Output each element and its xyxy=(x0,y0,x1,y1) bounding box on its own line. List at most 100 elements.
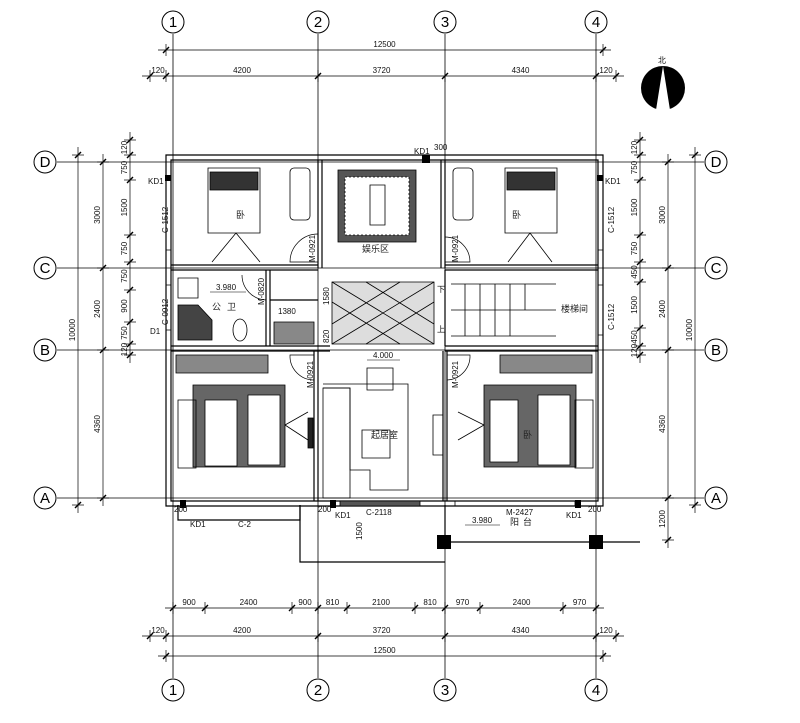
dim-1380: 1380 xyxy=(278,307,296,316)
axis-bubble-B: B xyxy=(705,339,727,361)
dim-left-mid: 2400 xyxy=(93,300,102,318)
axis-label: B xyxy=(711,342,721,359)
dim-right-inner: 750 xyxy=(630,241,639,255)
tag-m2427: M-2427 xyxy=(506,508,534,517)
tag-kd1-nw: KD1 xyxy=(148,177,164,186)
axis-bubble-1: 1 xyxy=(162,11,184,33)
dim-total-top: 12500 xyxy=(373,40,396,49)
tag-m0921-1: M-0921 xyxy=(308,234,317,262)
tag-d1: D1 xyxy=(150,327,161,336)
room-bedroom-se: 卧 xyxy=(523,429,532,441)
dim-left-inner: 750 xyxy=(120,160,129,174)
axis-label: 1 xyxy=(169,682,177,699)
dim-bottom-1: 810 xyxy=(326,598,340,607)
dim-right-inner: 450 xyxy=(630,265,639,279)
tag-c1512-e1: C-1512 xyxy=(607,206,616,233)
elevation-living: 4.000 xyxy=(373,351,394,360)
axis-bubble-4: 4 xyxy=(585,679,607,701)
axis-label: 2 xyxy=(314,682,322,699)
elevation-bath: 3.980 xyxy=(216,283,237,292)
dim-top: 120 xyxy=(599,66,613,75)
windows xyxy=(166,180,603,506)
component-tags: KD1 300 KD1 KD1 D1 KD1 KD1 KD1 C-2 C-211… xyxy=(148,143,621,540)
dim-left-inner: 750 xyxy=(120,326,129,340)
furniture xyxy=(176,168,593,498)
axis-bubble-C: C xyxy=(34,257,56,279)
axis-bubble-B: B xyxy=(34,339,56,361)
dim-left-mid: 4360 xyxy=(93,415,102,433)
tag-m0921-4: M-0921 xyxy=(451,360,460,388)
axis-bubble-3: 3 xyxy=(434,679,456,701)
dim-left-inner: 120 xyxy=(120,140,129,154)
tag-kd1-ne: KD1 xyxy=(605,177,621,186)
room-bedroom-nw: 卧 xyxy=(236,209,245,221)
tag-m0921-2: M-0921 xyxy=(451,234,460,262)
axis-label: C xyxy=(40,260,51,277)
dim-bottom-1: 970 xyxy=(573,598,587,607)
tag-c2: C-2 xyxy=(238,520,251,529)
dim-left-inner: 750 xyxy=(120,269,129,283)
dim-total-right: 10000 xyxy=(685,318,694,341)
tag-c1512-e2: C-1512 xyxy=(607,303,616,330)
tag-kd1-se: KD1 xyxy=(566,511,582,520)
tag-m0921-3: M-0921 xyxy=(306,360,315,388)
axis-grid xyxy=(57,34,704,678)
axis-label: A xyxy=(40,490,50,507)
dim-bottom-1: 970 xyxy=(456,598,470,607)
columns xyxy=(165,155,603,549)
north-arrow: 北 xyxy=(641,56,685,110)
dim-right-inner: 450 xyxy=(630,330,639,344)
axis-label: D xyxy=(711,154,722,171)
axis-label: D xyxy=(40,154,51,171)
dim-top: 3720 xyxy=(373,66,391,75)
dim-top: 4200 xyxy=(233,66,251,75)
stair-up: 上 xyxy=(437,325,445,334)
axis-label: 3 xyxy=(441,14,449,31)
dim-right-inner: 1500 xyxy=(630,296,639,314)
tag-kd1-top: KD1 xyxy=(414,147,430,156)
dim-total-left: 10000 xyxy=(68,318,77,341)
dim-820: 820 xyxy=(322,329,331,343)
dim-right-mid: 1200 xyxy=(658,510,667,528)
axis-bubble-2: 2 xyxy=(307,11,329,33)
room-bedroom-ne: 卧 xyxy=(512,209,521,221)
axis-bubble-C: C xyxy=(705,257,727,279)
dim-bottom-2: 3720 xyxy=(373,626,391,635)
dim-bottom-2: 4340 xyxy=(512,626,530,635)
dim-right-inner: 120 xyxy=(630,343,639,357)
room-labels: 卧 娱乐区 卧 公卫 楼梯间 起居室 卧 阳台 3.980 4.000 3.98… xyxy=(210,209,588,528)
dim-left-inner: 900 xyxy=(120,299,129,313)
doors xyxy=(242,234,470,380)
dim-right-inner: 120 xyxy=(630,140,639,154)
axis-bubble-A: A xyxy=(705,487,727,509)
dim-bottom-2: 4200 xyxy=(233,626,251,635)
axis-label: C xyxy=(711,260,722,277)
axis-label: 1 xyxy=(169,14,177,31)
axis-label: 4 xyxy=(592,682,600,699)
dim-left-inner: 1500 xyxy=(120,198,129,216)
axis-label: 2 xyxy=(314,14,322,31)
dim-right-inner: 750 xyxy=(630,160,639,174)
axis-label: A xyxy=(711,490,721,507)
dim-left-mid: 3000 xyxy=(93,206,102,224)
room-living: 起居室 xyxy=(371,429,398,441)
tag-c2118: C-2118 xyxy=(366,508,392,517)
room-entertainment: 娱乐区 xyxy=(362,243,389,255)
tag-m0820: M-0820 xyxy=(257,277,266,305)
dim-bottom-1: 2100 xyxy=(372,598,390,607)
axis-bubble-D: D xyxy=(34,151,56,173)
dim-bottom-2: 120 xyxy=(599,626,613,635)
axis-label: 3 xyxy=(441,682,449,699)
axis-bubble-1: 1 xyxy=(162,679,184,701)
dim-top: 4340 xyxy=(512,66,530,75)
dim-bottom-2: 120 xyxy=(151,626,165,635)
tag-c1512-w: C-1512 xyxy=(161,206,170,233)
axis-bubble-2: 2 xyxy=(307,679,329,701)
dim-bottom-1: 2400 xyxy=(513,598,531,607)
tag-kd1-s: KD1 xyxy=(335,511,351,520)
tag-300-top: 300 xyxy=(434,143,448,152)
dim-bottom-1: 810 xyxy=(423,598,437,607)
